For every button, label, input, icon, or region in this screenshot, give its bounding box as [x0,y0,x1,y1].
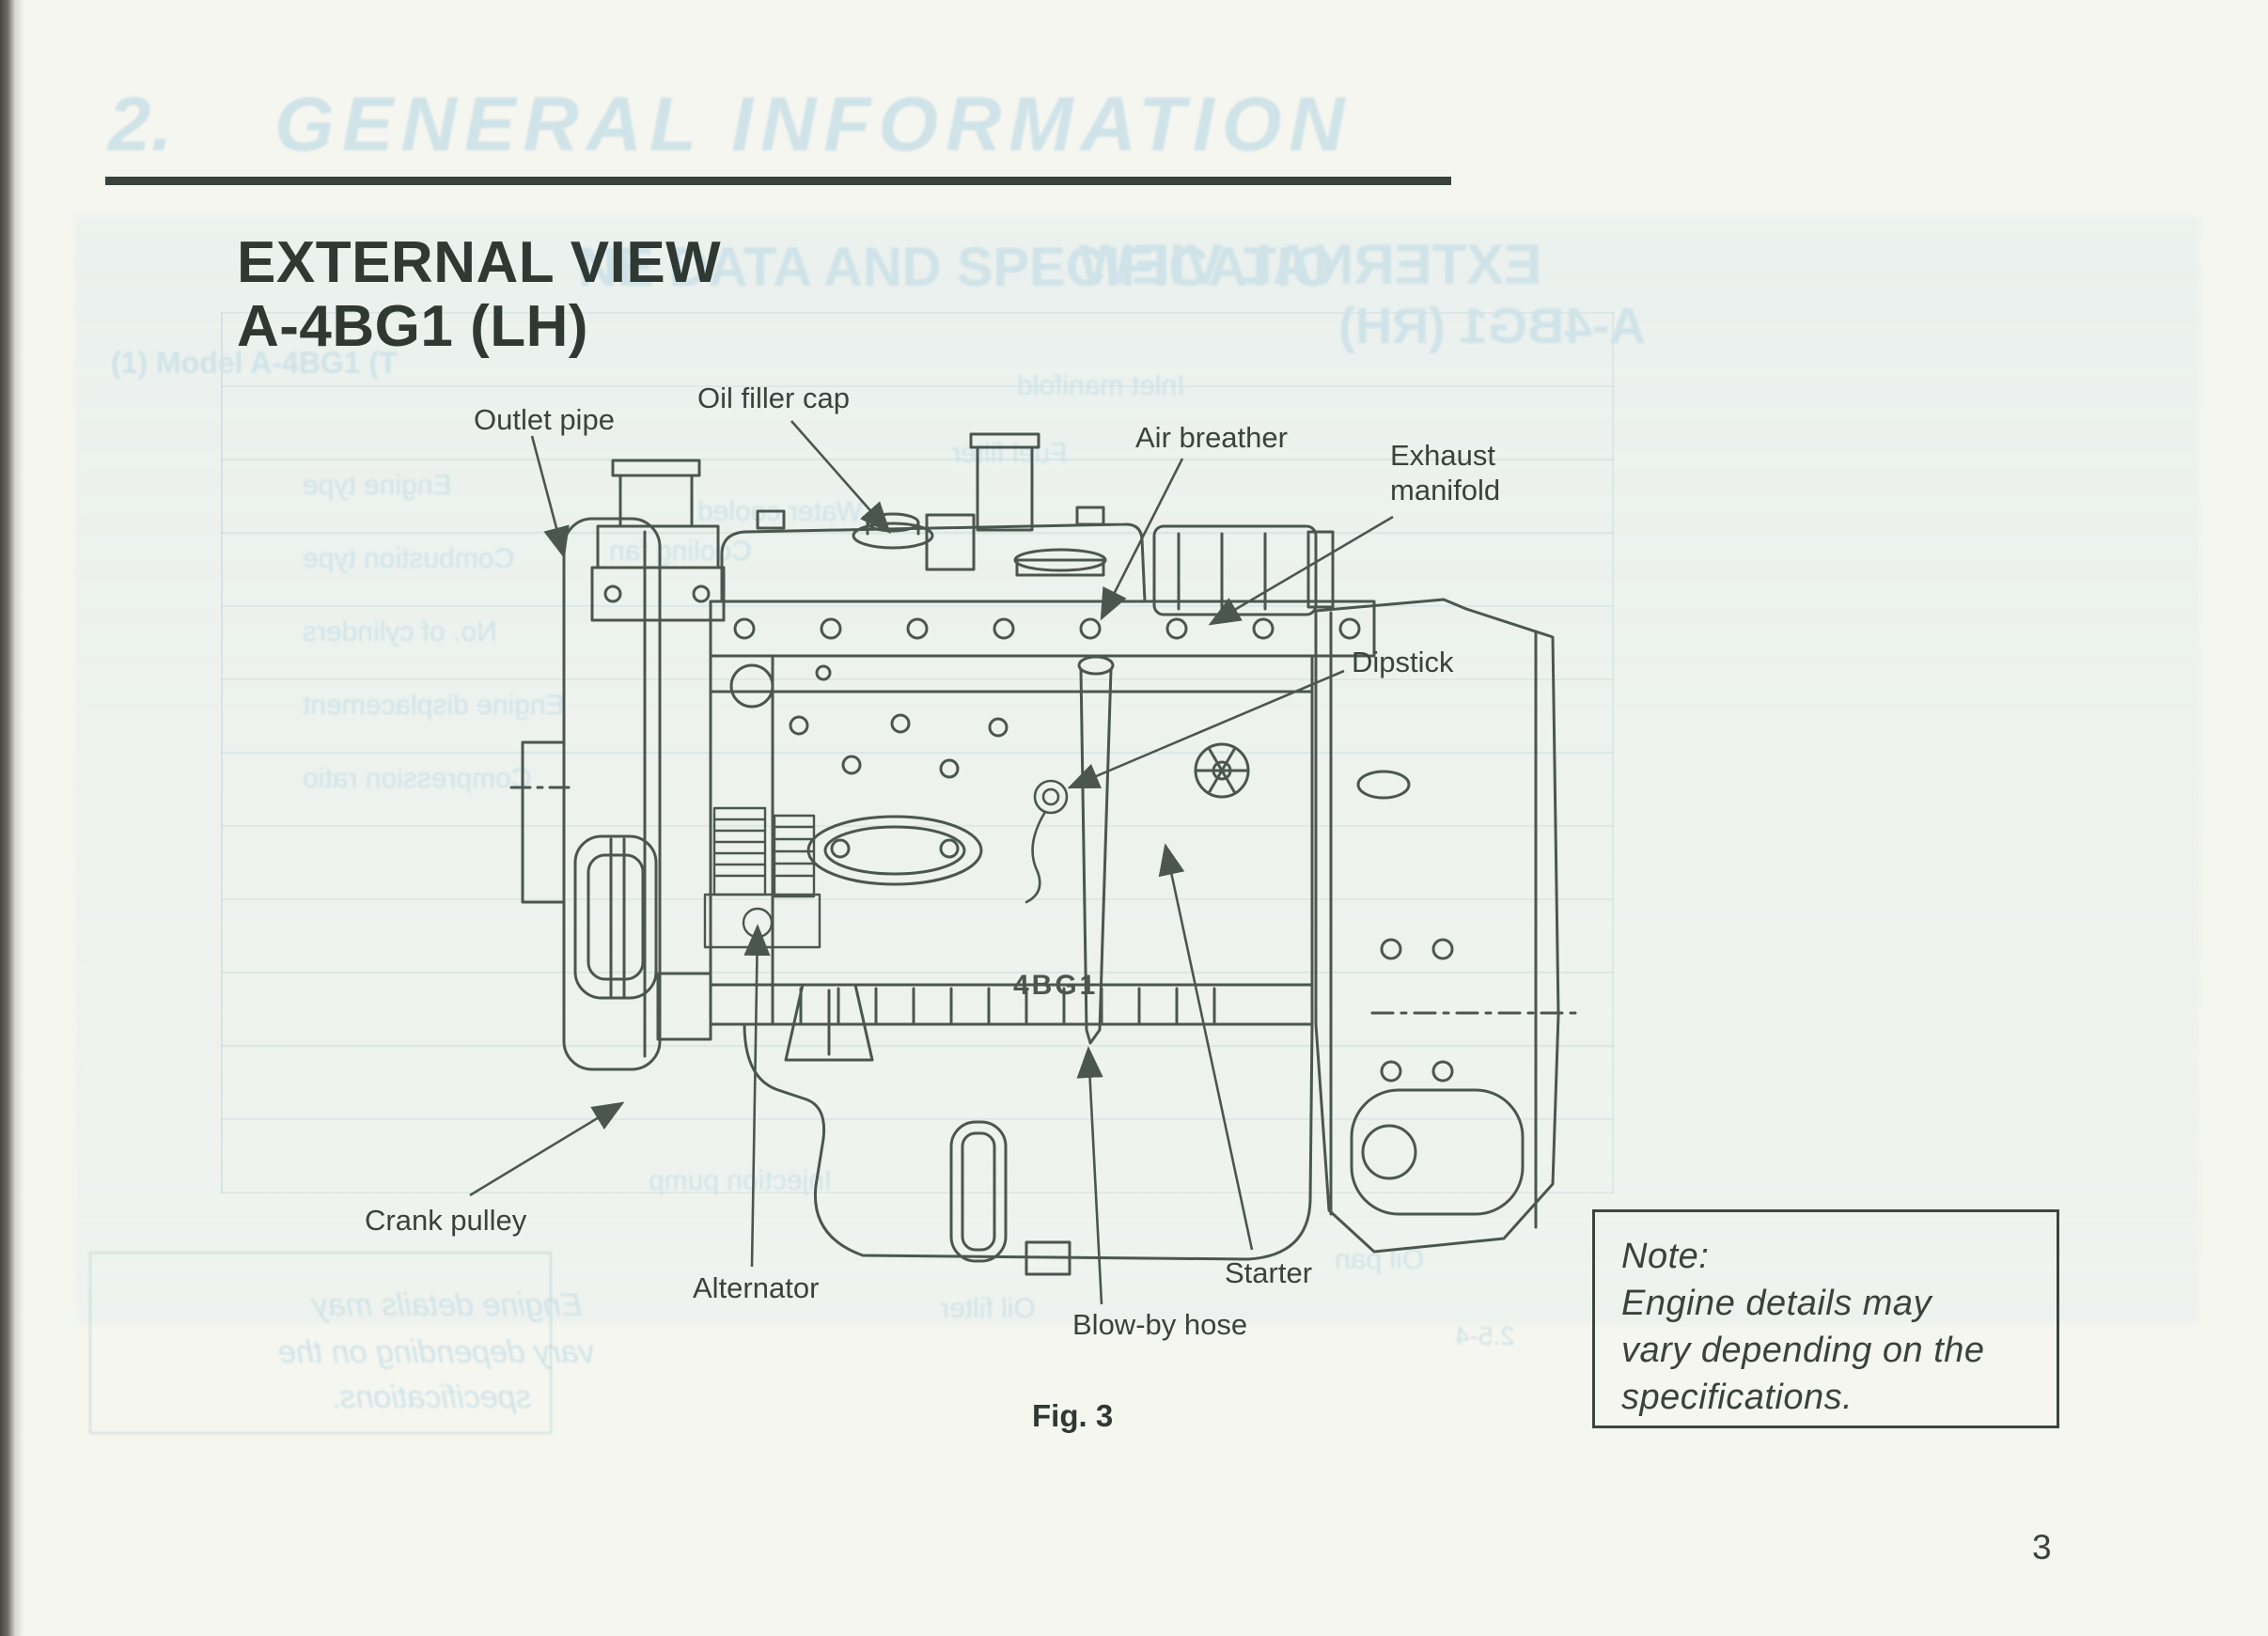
page-title-line2: A-4BG1 (LH) [237,294,589,359]
ghost-text: 2. [108,82,173,167]
leader-starter [1158,843,1254,1251]
leader-outlet-pipe [530,435,570,559]
label-blow-by-hose: Blow-by hose [1072,1308,1248,1341]
label-crank-pulley: Crank pulley [365,1204,527,1237]
page-spine-shadow [0,0,24,1636]
alternator-part [703,806,821,949]
valve-cover [720,506,1147,603]
cylinder-block [709,654,1314,1062]
outlet-pipe-part [590,459,726,622]
leader-exhaust-manifold [1208,515,1394,626]
leader-lines [469,420,1394,1305]
leader-air-breather [1100,458,1184,621]
label-oil-filler-cap: Oil filler cap [697,382,850,414]
oil-pan [743,1022,1314,1276]
page-title: EXTERNAL VIEW A-4BG1 (LH) [237,231,721,359]
header-rule [105,177,1451,185]
leader-oil-filler-cap [790,420,891,535]
oil-filler-cap-part [852,512,934,550]
flywheel-housing [1314,598,1581,1254]
note-title: Note: [1621,1237,1710,1276]
crank-pulley-part [573,834,712,1041]
page-title-line1: EXTERNAL VIEW [237,230,722,295]
ghost-text: (1) Model A-4BG1 (T [111,346,398,380]
ghost-text: GENERAL INFORMATION [274,82,1353,167]
ghost-text: NE DATA AND SPECIFICATIO [578,237,1335,298]
blow-by-hose-part [1077,655,1115,1045]
note-line: Engine details may [1621,1284,1932,1323]
inlet-stack [925,432,1040,571]
cylinder-head [709,600,1376,693]
page-number: 3 [2032,1528,2052,1566]
note-box: Note: Engine details may vary depending … [1592,1209,2059,1428]
ghost-table-grid [221,312,1614,1193]
engine-marking-text: 4BG1 [1013,970,1098,1001]
figure-caption: Fig. 3 [1032,1398,1114,1433]
label-air-breather: Air breather [1135,421,1288,454]
air-breather-part [1013,548,1107,577]
note-line: vary depending on the [1621,1331,1985,1370]
starter-part [1350,1088,1525,1216]
leader-blow-by-hose [1076,1046,1103,1305]
note-line: specifications. [1621,1378,1854,1417]
label-dipstick: Dipstick [1352,646,1454,678]
engine-diagram: 4BG1 [509,432,1581,1276]
label-exhaust-manifold: Exhaust manifold [1390,439,1501,506]
water-pump-wheel [1194,742,1250,799]
dipstick-part [1025,779,1069,904]
leader-crank-pulley [469,1101,625,1197]
leader-dipstick [1067,669,1345,789]
leader-alternator [743,924,771,1268]
label-alternator: Alternator [693,1271,820,1304]
label-outlet-pipe: Outlet pipe [474,403,615,436]
scan-tint [75,216,2199,1325]
flywheel-plate [509,517,662,1071]
label-starter: Starter [1225,1256,1313,1289]
ghost-note-box-outline [89,1252,552,1434]
